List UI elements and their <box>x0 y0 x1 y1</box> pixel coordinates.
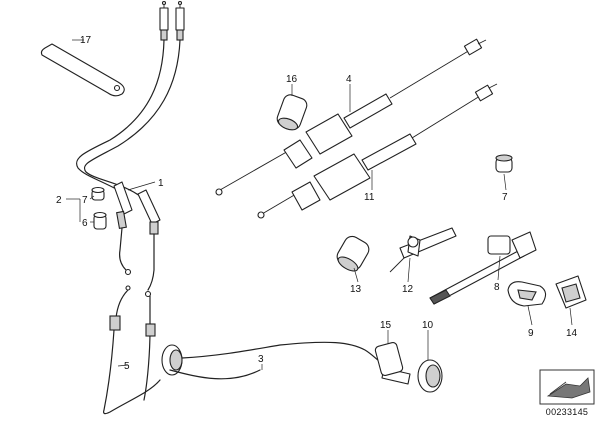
grommet-part-7-right <box>495 154 513 173</box>
leader-lines <box>66 39 573 370</box>
cable-part-11 <box>257 83 498 219</box>
callout-8-right: 8 <box>494 282 500 293</box>
catalog-pictogram <box>539 369 595 405</box>
callout-2: 2 <box>56 195 62 206</box>
callout-15: 15 <box>380 320 392 331</box>
callout-10: 10 <box>422 320 434 331</box>
strap-part-17 <box>40 43 125 97</box>
sleeve-part-13 <box>336 235 370 272</box>
clip-part-12 <box>389 227 457 273</box>
cable-tie-part-8 <box>429 231 537 305</box>
callout-4: 4 <box>346 74 352 85</box>
cable-part-3 <box>161 341 411 385</box>
catalog-number: 00233145 <box>545 407 589 417</box>
callout-9: 9 <box>528 328 534 339</box>
callout-5: 5 <box>124 361 130 372</box>
sleeve-part-16 <box>276 94 308 131</box>
clip-part-14 <box>555 275 587 309</box>
callout-17: 17 <box>80 35 92 46</box>
cable-part-5 <box>103 285 161 415</box>
callout-labels: 17 1 2 7 6 16 4 11 7 13 12 8 9 14 15 10 … <box>56 35 578 372</box>
callout-13: 13 <box>350 284 362 295</box>
callout-7-right: 7 <box>502 192 508 203</box>
sleeve-part-15 <box>374 342 404 376</box>
grommet-part-10 <box>417 359 443 393</box>
grommet-part-7-left <box>91 186 105 201</box>
clip-part-9 <box>507 281 547 307</box>
cable-part-4 <box>215 38 487 196</box>
clip-part-6-left <box>93 211 107 230</box>
callout-6: 6 <box>82 218 88 229</box>
callout-16: 16 <box>286 74 298 85</box>
callout-3: 3 <box>258 354 264 365</box>
throttle-cable-part-1 <box>76 0 185 298</box>
callout-7-left: 7 <box>82 195 88 206</box>
callout-1: 1 <box>158 178 164 189</box>
callout-14: 14 <box>566 328 578 339</box>
callout-12: 12 <box>402 284 414 295</box>
callout-11: 11 <box>364 192 375 203</box>
